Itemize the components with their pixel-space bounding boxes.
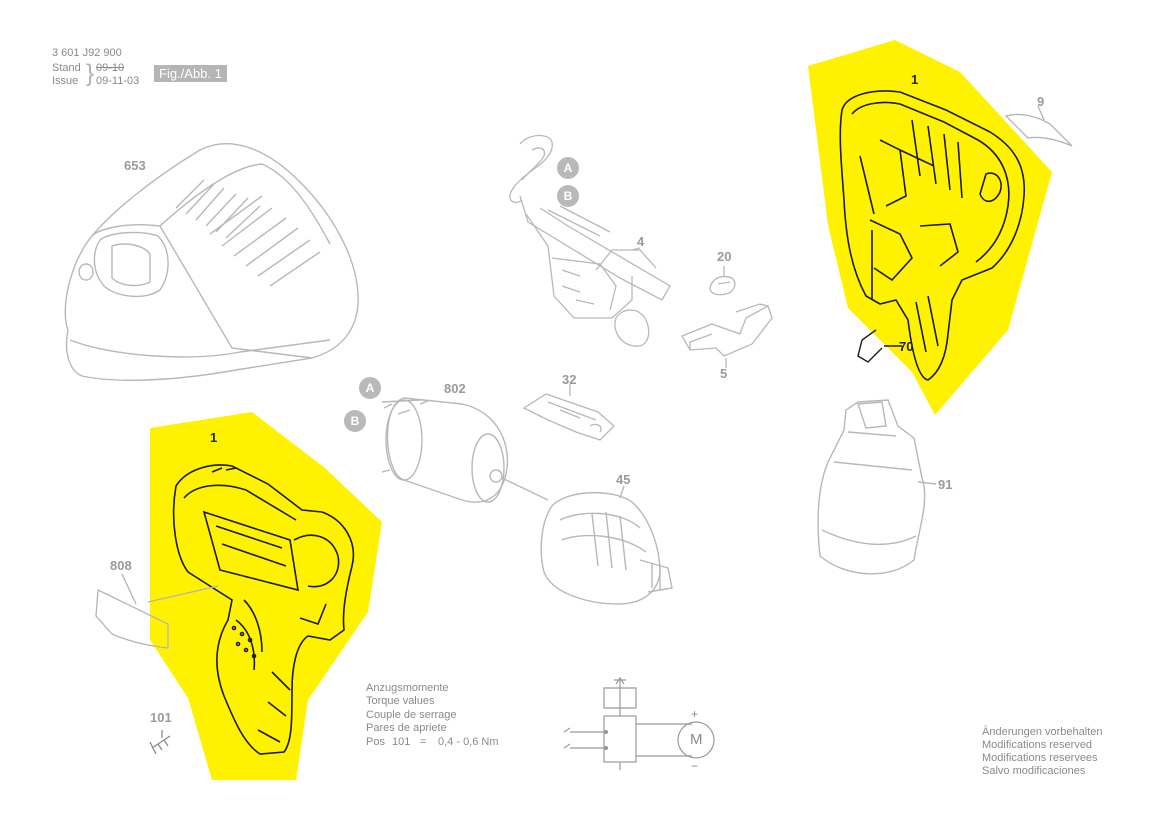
issue-label: Issue [52,75,79,87]
screw-101-drawing [149,730,171,755]
modifications-line-2: Modifications reserved [982,739,1093,751]
stand-label: Stand [52,62,81,74]
marker-a-lower: A [359,377,381,399]
circuit-plus-sign: + [691,707,699,721]
modifications-line-1: Änderungen vorbehalten [982,726,1103,738]
brace-symbol: } [86,60,95,87]
part-number-20: 20 [717,249,732,264]
marker-a-upper: A [557,157,579,179]
doc-number: 3 601 J92 900 [52,47,122,59]
part-number-1-top: 1 [911,72,919,87]
battery-91-drawing [817,399,937,575]
housing-1-top-drawing [839,90,1026,381]
switch-4-drawing [509,134,671,347]
charger-653-drawing [64,143,359,381]
part-number-808: 808 [110,558,132,573]
part-number-1-bottom: 1 [210,430,218,445]
torque-range: 0,4 - 0,6 Nm [438,736,499,748]
part-5-drawing [681,303,773,368]
circuit-minus-sign: − [691,759,699,773]
stand-value: 09-10 [96,62,125,74]
torque-note-line-1: Anzugsmomente [366,682,449,694]
figure-label: Fig./Abb. 1 [154,65,227,82]
marker-b-upper: B [557,185,579,207]
spring-70-drawing [857,329,902,363]
circuit-diagram [563,676,715,770]
marker-b-lower: B [344,410,366,432]
torque-equals: = [420,736,427,748]
housing-1-bottom-drawing [172,464,355,755]
issue-value: 09-11-03 [96,75,140,87]
part-number-70: 70 [899,339,914,354]
highlight-region-top [808,40,1052,415]
motor-symbol: M [690,731,703,748]
modifications-line-4: Salvo modificaciones [982,765,1086,777]
motor-802-drawing [381,397,549,503]
torque-pos-number: 101 [392,736,411,748]
part-number-9: 9 [1037,94,1045,109]
highlight-region-bottom [150,412,382,780]
torque-note-line-3: Couple de serrage [366,709,457,721]
part-number-5: 5 [720,366,728,381]
torque-note-line-2: Torque values [366,695,435,707]
label-9-drawing [1004,105,1073,147]
part-number-91: 91 [938,477,953,492]
modifications-line-3: Modifications reservees [982,752,1098,764]
part-20-drawing [709,266,736,296]
part-number-802: 802 [444,381,466,396]
torque-note-line-4: Pares de apriete [366,722,447,734]
label-808-drawing [95,573,219,649]
part-number-101: 101 [150,710,172,725]
part-32-drawing [522,384,615,441]
part-number-32: 32 [562,372,577,387]
torque-pos-label: Pos [366,736,385,748]
part-number-653: 653 [124,158,146,173]
gearbox-45-drawing [540,485,673,605]
part-number-4: 4 [637,234,645,249]
part-number-45: 45 [616,472,631,487]
